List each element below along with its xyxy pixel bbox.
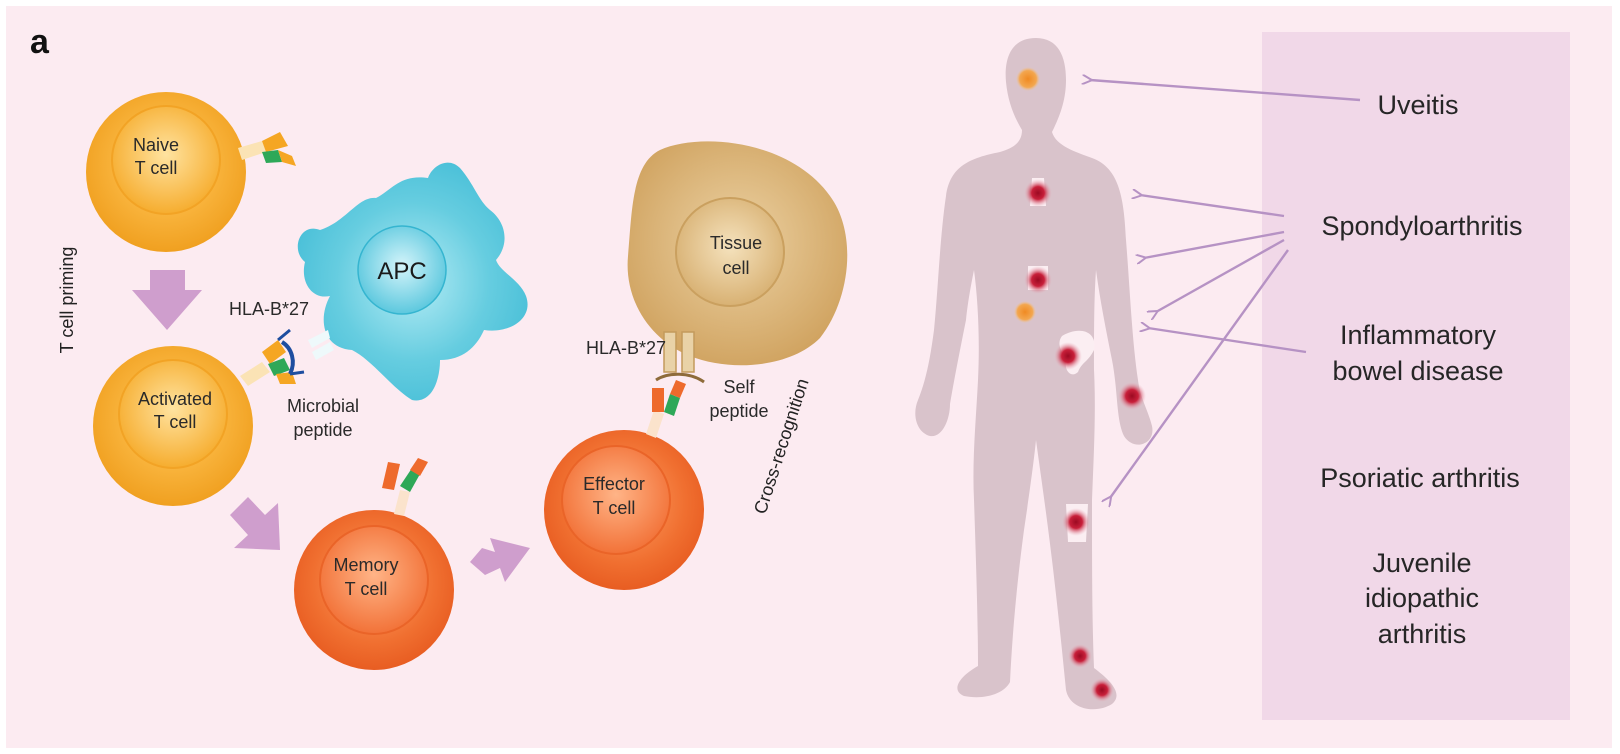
memory-label-2: T cell [345,579,388,599]
foot-lesion-icon [1090,678,1114,702]
activated-t-cell: Activated T cell [93,328,305,506]
effector-t-cell: Effector T cell [544,380,704,590]
eye-lesion-icon [1016,67,1040,91]
cross-recognition-label: Cross-recognition [750,376,813,516]
peptide-ends-icon [277,328,305,376]
uveitis-label: Uveitis [1377,90,1458,120]
t-cell-priming-label: T cell priming [57,247,77,354]
ibd-label-2: bowel disease [1332,356,1503,386]
hip-lesion-icon [1054,342,1082,370]
uveitis-pointer [1090,80,1361,102]
tcr-receptor-icon [238,132,296,166]
tissue-label-2: cell [722,258,749,278]
ibd-pointer [1148,328,1307,354]
spondylo-pointer-4 [1110,249,1289,498]
memory-label-1: Memory [333,555,398,575]
ankle-lesion-icon [1068,644,1092,668]
naive-t-cell: Naive T cell [86,92,296,252]
gut-lesion-icon [1014,301,1036,323]
microbial-peptide-label-2: peptide [293,420,352,440]
spondylo-pointer-2 [1144,230,1285,258]
spondyloarthritis-label: Spondyloarthritis [1321,211,1522,241]
juvenile-label-1: Juvenile [1372,548,1471,578]
effector-label-1: Effector [583,474,645,494]
juvenile-label-2: idiopathic [1365,583,1479,613]
self-peptide-label-1: Self [723,377,755,397]
naive-label-2: T cell [135,158,178,178]
memory-t-cell: Memory T cell [294,458,454,670]
tcr-receptor-icon [646,380,686,438]
hla-b27-right-label: HLA-B*27 [586,338,666,358]
naive-label-1: Naive [133,135,179,155]
panel-letter: a [30,23,50,61]
microbial-peptide-icon [280,340,295,375]
juvenile-label-3: arthritis [1378,619,1467,649]
spondylo-pointer-3 [1156,238,1285,312]
apc-cell: APC [297,162,528,401]
tcr-receptor-icon [382,458,428,516]
microbial-peptide-label-1: Microbial [287,396,359,416]
tissue-cell: Tissue cell [627,141,848,384]
memory-arrow [230,497,280,550]
self-peptide-label-2: peptide [709,401,768,421]
hla-b27-left-label: HLA-B*27 [229,299,309,319]
effector-label-2: T cell [593,498,636,518]
hla-molecule-icon [663,331,695,373]
apc-label: APC [377,258,426,285]
effector-arrow [470,538,530,582]
activated-label-2: T cell [154,412,197,432]
disease-box [1262,32,1570,720]
activated-label-1: Activated [138,389,212,409]
human-body-silhouette [915,38,1153,710]
tissue-label-1: Tissue [710,233,762,253]
pointer-arrows [1090,80,1361,498]
lumbar-lesion-icon [1024,266,1052,294]
knee-lesion-icon [1062,508,1090,536]
ibd-label-1: Inflammatory [1340,320,1497,350]
self-peptide-icon [655,372,705,384]
hla-molecule-icon [308,330,334,360]
spondylo-pointer-1 [1140,195,1285,218]
priming-arrow [132,270,202,330]
spine-lesion-icon [1024,179,1052,207]
hand-lesion-icon [1118,382,1146,410]
psoriatic-label: Psoriatic arthritis [1320,463,1520,493]
